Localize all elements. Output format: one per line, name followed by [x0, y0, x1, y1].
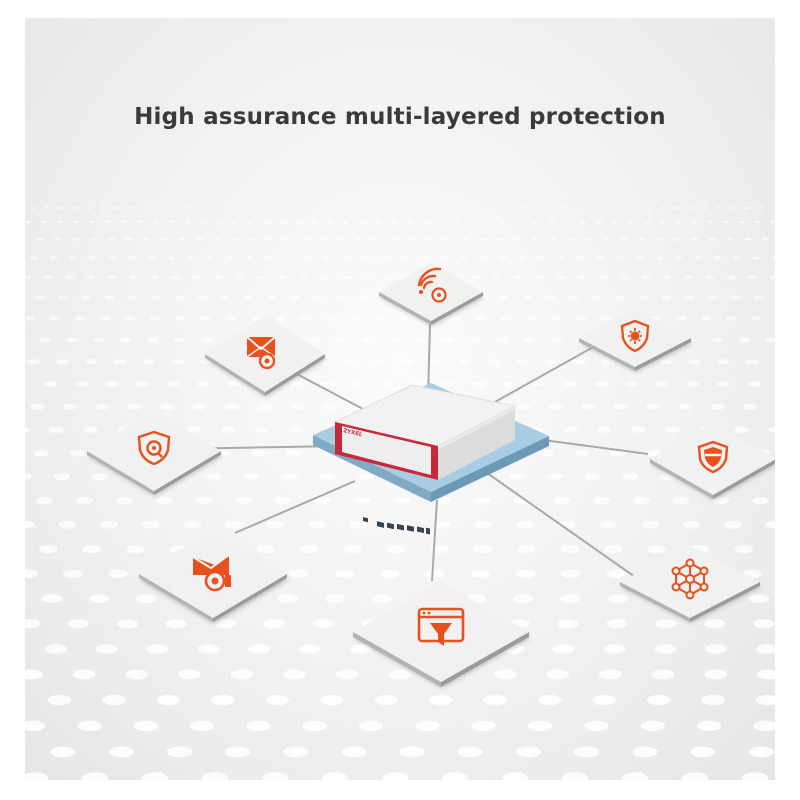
connector-network: [486, 472, 639, 580]
protection-diagram: ZYXEL: [87, 263, 775, 688]
node-email-security: [139, 530, 288, 624]
email-security-icon: [192, 554, 231, 592]
device-body: ZYXEL: [333, 384, 517, 535]
node-threat-shield: [579, 309, 692, 372]
shield-icon: [697, 440, 729, 474]
node-web-filter: [353, 582, 530, 688]
mail-filter-icon: [246, 336, 276, 370]
node-wifi: [379, 263, 484, 326]
node-mail-filter: [205, 316, 326, 397]
connector-threat-shield: [476, 335, 614, 413]
network-hub-icon: [671, 558, 709, 600]
reputation-shield-icon: [137, 430, 171, 466]
virus-shield-icon: [620, 319, 650, 353]
device-brand-label: ZYXEL: [343, 428, 364, 438]
diagram-canvas: High assurance multi-layered protection: [25, 18, 775, 780]
web-filter-icon: [417, 607, 465, 646]
node-shield: [650, 423, 775, 500]
node-network: [620, 546, 761, 623]
wifi-gear-icon: [417, 267, 447, 303]
firewall-device: ZYXEL: [313, 383, 549, 535]
connector-web-filter: [431, 499, 438, 582]
device-ports: [363, 517, 430, 535]
node-reputation: [87, 411, 222, 496]
page-title: High assurance multi-layered protection: [134, 104, 666, 130]
connector-email-security: [234, 480, 356, 534]
